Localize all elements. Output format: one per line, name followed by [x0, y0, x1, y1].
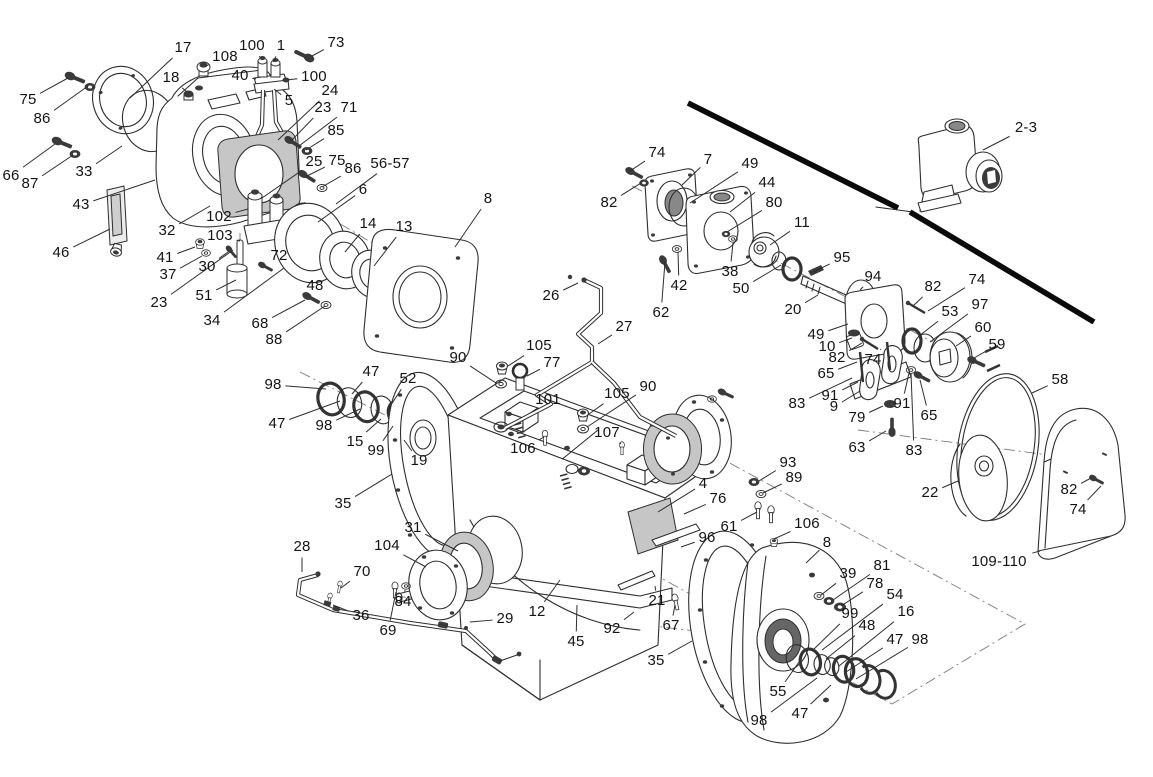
relief-valve — [846, 329, 932, 437]
pump-head-right — [730, 541, 854, 744]
pipe-28-29 — [295, 571, 522, 665]
cover-plate-left — [363, 228, 479, 363]
pulley-60 — [929, 331, 973, 383]
break-line — [686, 100, 900, 211]
bolt-59 — [965, 344, 1001, 373]
fasteners — [50, 47, 926, 547]
seal-50b — [781, 256, 803, 282]
drive-shaft — [395, 523, 701, 611]
sight-glass — [106, 185, 128, 258]
shaft-flanges — [408, 515, 523, 621]
small-pump-housing — [685, 185, 755, 275]
plug-105-right — [577, 408, 589, 422]
flange-gasket — [643, 413, 702, 485]
seal-53 — [901, 327, 923, 355]
elbow-flange-ring — [92, 65, 154, 135]
belt-guard — [1037, 407, 1126, 560]
plug-18 — [183, 90, 194, 101]
plug-105-left — [496, 361, 508, 375]
valve-block — [253, 56, 290, 94]
pipe-26-27 — [504, 274, 677, 438]
pulley-22 — [950, 434, 1008, 522]
motor-unit — [917, 118, 1003, 213]
cap-108 — [196, 61, 211, 77]
main-body — [447, 377, 723, 701]
